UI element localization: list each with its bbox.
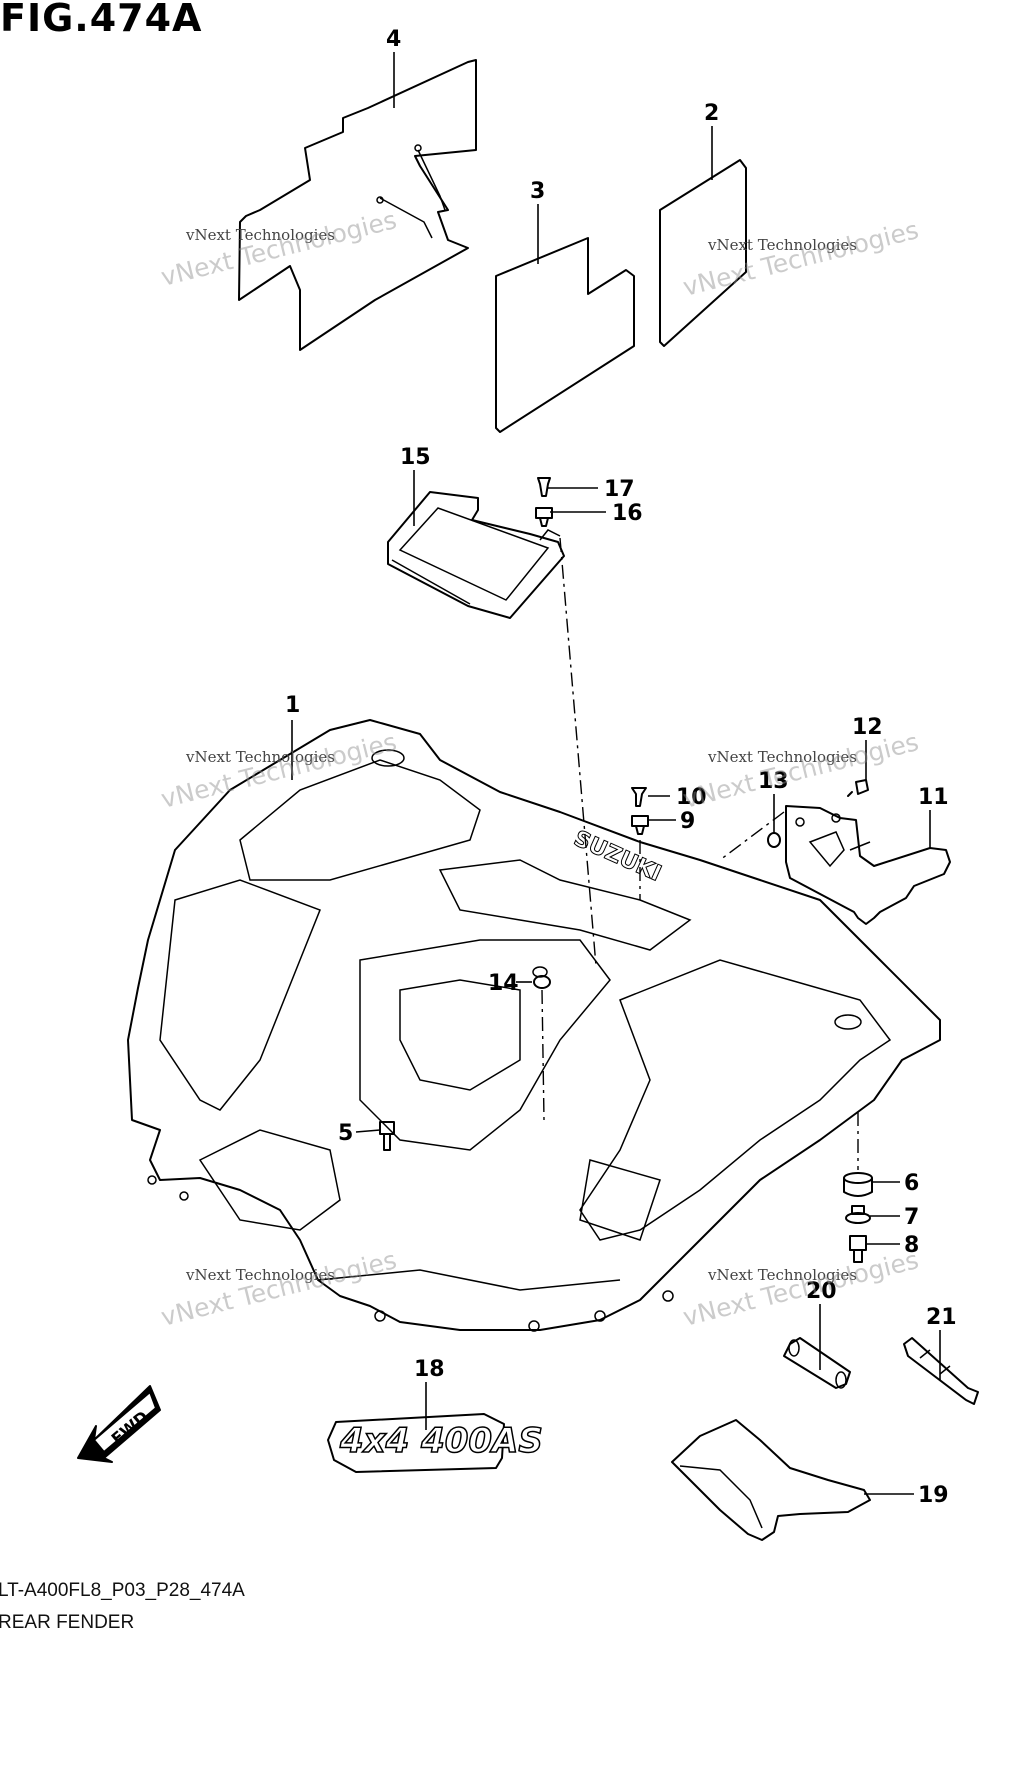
callout-2: 2 [704, 101, 719, 126]
fwd-direction-arrow: FWD [77, 1385, 161, 1463]
part-17-screw [537, 477, 551, 497]
leader-lines [291, 52, 941, 1495]
part-12-screw [847, 779, 869, 797]
part-2-mat [659, 159, 747, 347]
callout-8: 8 [904, 1233, 919, 1258]
assembly-line-tray [559, 537, 597, 967]
part-3-mat [495, 237, 635, 433]
callout-20: 20 [806, 1279, 837, 1304]
figure-name: REAR FENDER [0, 1612, 135, 1633]
part-18-decal: 4x4 400AS [327, 1413, 544, 1473]
callout-16: 16 [612, 501, 643, 526]
callout-9: 9 [680, 809, 695, 834]
callout-12: 12 [852, 715, 883, 740]
callout-labels: 4 2 3 15 17 16 1 12 11 10 9 13 14 5 6 7 … [285, 27, 957, 1508]
callout-5: 5 [338, 1121, 353, 1146]
part-10-screw [631, 787, 647, 807]
part-6-cushion [843, 1172, 873, 1197]
part-14-grommet [533, 975, 551, 989]
callout-7: 7 [904, 1205, 919, 1230]
callout-6: 6 [904, 1171, 919, 1196]
figure-code: LT-A400FL8_P03_P28_474A [0, 1580, 245, 1601]
part-7-washer [845, 1205, 871, 1224]
figure-title: FIG.474A [0, 0, 203, 40]
part-15-tray [387, 491, 565, 619]
part-8-bolt [849, 1235, 867, 1263]
callout-18: 18 [414, 1357, 445, 1382]
part-20-pin [783, 1337, 851, 1389]
callout-3: 3 [530, 179, 545, 204]
callout-13: 13 [758, 769, 789, 794]
part-9-grommet [631, 815, 649, 835]
part-11-bracket [785, 805, 951, 925]
part-19-seat-cover [671, 1419, 871, 1541]
callout-11: 11 [918, 785, 949, 810]
part-13-nut [767, 832, 781, 848]
decal-text: 4x4 400AS [339, 1421, 543, 1461]
fender-logo-text: SUZUKI [570, 826, 665, 887]
callout-14: 14 [488, 971, 519, 996]
callout-17: 17 [604, 477, 635, 502]
part-16-grommet [535, 507, 553, 527]
callout-19: 19 [918, 1483, 949, 1508]
part-21-shaft [903, 1337, 979, 1405]
callout-15: 15 [400, 445, 431, 470]
callout-4: 4 [386, 27, 401, 52]
callout-1: 1 [285, 693, 300, 718]
assembly-line-14 [541, 989, 545, 1121]
callout-21: 21 [926, 1305, 957, 1330]
part-1-rear-fender [127, 719, 941, 1332]
part-4-sheet [238, 59, 477, 351]
callout-10: 10 [676, 785, 707, 810]
